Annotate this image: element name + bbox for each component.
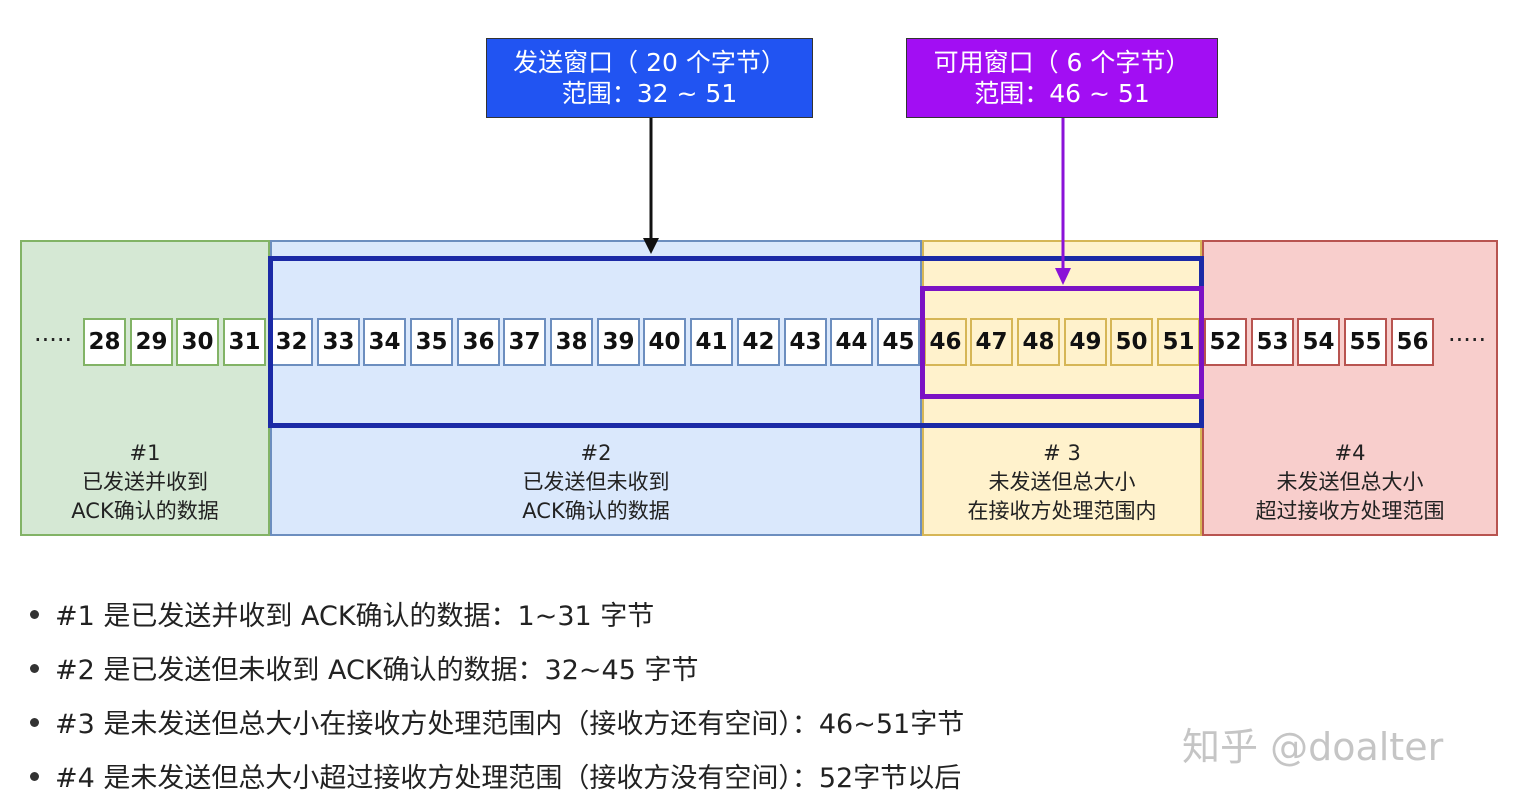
watermark: 知乎 @doalter (1182, 725, 1444, 769)
region-desc-line2: 在接收方处理范围内 (967, 499, 1157, 523)
bullet-icon (30, 772, 39, 781)
send-window-label: 发送窗口（ 20 个字节） 范围：32 ~ 51 (486, 38, 813, 118)
available-window-title: 可用窗口（ 6 个字节） (933, 48, 1191, 77)
region-desc-line1: 已发送但未收到 (522, 470, 670, 494)
note-text: #3 是未发送但总大小在接收方处理范围内（接收方还有空间）：46~51字节 (55, 709, 965, 740)
byte-cell: 46 (924, 318, 967, 366)
bullet-icon (30, 664, 39, 673)
region-usable-label: # 3 未发送但总大小 在接收方处理范围内 (924, 439, 1200, 526)
region-sent-unacked: #2 已发送但未收到 ACK确认的数据 (270, 240, 922, 536)
byte-cell: 30 (176, 318, 219, 366)
region-id: #4 (1334, 441, 1366, 465)
bullet-icon (30, 610, 39, 619)
bullet-icon (30, 718, 39, 727)
send-window-range: 范围：32 ~ 51 (561, 79, 738, 108)
list-item: #2 是已发送但未收到 ACK确认的数据：32~45 字节 (30, 644, 964, 698)
region-sent-unacked-label: #2 已发送但未收到 ACK确认的数据 (272, 439, 920, 526)
byte-cell: 54 (1297, 318, 1340, 366)
byte-cell: 31 (223, 318, 266, 366)
right-ellipsis: ····· (1448, 326, 1487, 354)
byte-cell: 47 (970, 318, 1013, 366)
byte-cell: 37 (503, 318, 546, 366)
byte-cell: 41 (690, 318, 733, 366)
list-item: #3 是未发送但总大小在接收方处理范围内（接收方还有空间）：46~51字节 (30, 698, 964, 752)
byte-cell: 28 (83, 318, 126, 366)
region-desc-line2: ACK确认的数据 (522, 499, 670, 523)
list-item: #1 是已发送并收到 ACK确认的数据：1~31 字节 (30, 590, 964, 644)
region-id: #2 (580, 441, 612, 465)
list-item: #4 是未发送但总大小超过接收方处理范围（接收方没有空间）：52字节以后 (30, 752, 964, 806)
region-desc-line1: 未发送但总大小 (988, 470, 1136, 494)
available-window-label: 可用窗口（ 6 个字节） 范围：46 ~ 51 (906, 38, 1218, 118)
available-window-arrow (1055, 118, 1071, 285)
byte-cell: 48 (1017, 318, 1060, 366)
byte-cell: 49 (1064, 318, 1107, 366)
region-acked: #1 已发送并收到 ACK确认的数据 (20, 240, 270, 536)
byte-cell: 39 (597, 318, 640, 366)
byte-cell: 50 (1110, 318, 1153, 366)
notes-list: #1 是已发送并收到 ACK确认的数据：1~31 字节 #2 是已发送但未收到 … (30, 590, 964, 806)
byte-cell: 35 (410, 318, 453, 366)
byte-cell: 36 (457, 318, 500, 366)
send-window-arrow (643, 118, 659, 254)
region-not-usable-label: #4 未发送但总大小 超过接收方处理范围 (1204, 439, 1496, 526)
note-text: #1 是已发送并收到 ACK确认的数据：1~31 字节 (55, 601, 655, 632)
available-window-range: 范围：46 ~ 51 (974, 79, 1150, 108)
byte-cell: 45 (877, 318, 920, 366)
region-id: #1 (129, 441, 161, 465)
note-text: #4 是未发送但总大小超过接收方处理范围（接收方没有空间）：52字节以后 (55, 763, 962, 794)
send-window-title: 发送窗口（ 20 个字节） (513, 48, 786, 77)
available-window-frame (920, 286, 1204, 399)
region-not-usable: #4 未发送但总大小 超过接收方处理范围 (1202, 240, 1498, 536)
left-ellipsis: ····· (34, 326, 73, 354)
byte-cell: 33 (317, 318, 360, 366)
region-desc-line2: ACK确认的数据 (71, 499, 219, 523)
region-desc-line1: 未发送但总大小 (1276, 470, 1424, 494)
byte-cell: 52 (1204, 318, 1247, 366)
byte-cell: 42 (737, 318, 780, 366)
byte-cell: 53 (1251, 318, 1294, 366)
region-id: # 3 (1043, 441, 1081, 465)
region-desc-line2: 超过接收方处理范围 (1255, 499, 1445, 523)
byte-cell: 40 (643, 318, 686, 366)
region-acked-label: #1 已发送并收到 ACK确认的数据 (22, 439, 268, 526)
byte-cell: 29 (130, 318, 173, 366)
note-text: #2 是已发送但未收到 ACK确认的数据：32~45 字节 (55, 655, 699, 686)
region-desc-line1: 已发送并收到 (82, 470, 208, 494)
byte-cell: 34 (363, 318, 406, 366)
byte-cell: 56 (1391, 318, 1434, 366)
byte-cell: 38 (550, 318, 593, 366)
byte-cell: 43 (784, 318, 827, 366)
byte-cell: 44 (830, 318, 873, 366)
byte-cell: 55 (1344, 318, 1387, 366)
